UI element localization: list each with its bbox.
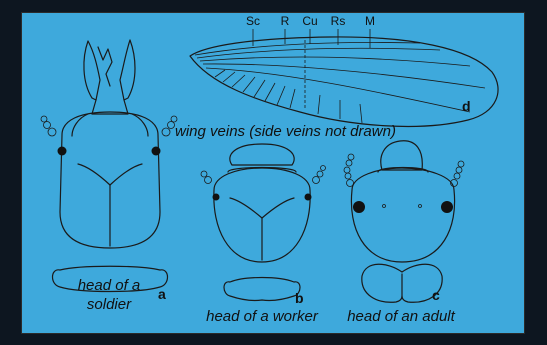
caption-soldier-line2: soldier <box>87 296 132 313</box>
wing-outline <box>190 37 498 126</box>
vein-label-r: R <box>281 14 290 28</box>
vein-label-rs: Rs <box>331 14 346 28</box>
vein-label-sc: Sc <box>246 14 260 28</box>
vein-label-m: M <box>365 14 375 28</box>
worker-eye-left <box>213 194 220 201</box>
termite-wing <box>190 29 498 126</box>
adult-head <box>344 141 464 262</box>
worker-eye-right <box>305 194 312 201</box>
caption-wing: wing veins (side veins not drawn) <box>175 123 396 140</box>
soldier-head <box>41 40 177 248</box>
panel-letter-a: a <box>158 286 166 302</box>
adult-eye-left <box>353 201 365 213</box>
vein-label-cu: Cu <box>302 14 317 28</box>
panel-letter-c: c <box>432 287 440 303</box>
panel-letter-d: d <box>462 98 471 114</box>
caption-soldier-line1: head of a <box>78 277 141 294</box>
soldier-eye-left <box>58 147 67 156</box>
soldier-eye-right <box>152 147 161 156</box>
worker-labrum <box>224 278 300 301</box>
adult-head-capsule <box>351 168 454 262</box>
caption-adult: head of an adult <box>347 308 455 325</box>
worker-head <box>201 144 326 262</box>
adult-eye-right <box>441 201 453 213</box>
panel-letter-b: b <box>295 290 304 306</box>
vein-labels: Sc R Cu Rs M <box>246 14 375 28</box>
caption-worker: head of a worker <box>206 308 319 325</box>
